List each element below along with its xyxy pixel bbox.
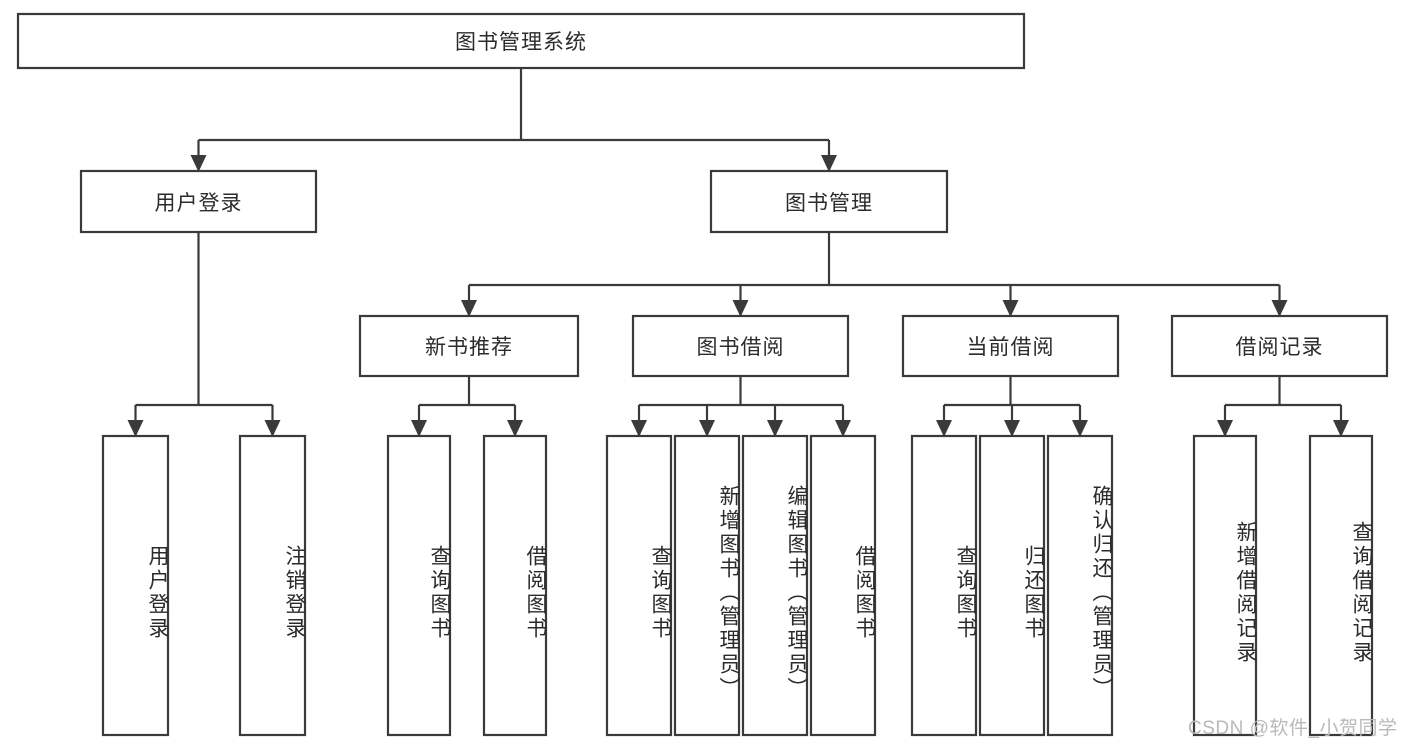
edge-group-borrow-record <box>1225 376 1341 407</box>
node-box-leaf-add-record[interactable] <box>1192 434 1258 737</box>
node-box-leaf-query-record[interactable] <box>1308 434 1374 737</box>
edge-arrowhead <box>127 420 144 437</box>
node-box-leaf-borrow-book-new[interactable] <box>482 434 548 737</box>
node-box-user-login[interactable] <box>79 169 318 234</box>
node-box-leaf-edit-book[interactable] <box>741 434 809 737</box>
node-box-leaf-borrow-book[interactable] <box>809 434 877 737</box>
node-box-leaf-query-book-cur[interactable] <box>910 434 978 737</box>
edge-group-current-borrow <box>944 376 1080 407</box>
edge-arrowhead <box>631 420 647 437</box>
node-box-root[interactable] <box>16 12 1026 70</box>
node-box-leaf-return-book[interactable] <box>978 434 1046 737</box>
node-box-borrow-record[interactable] <box>1170 314 1389 378</box>
node-box-leaf-user-login[interactable] <box>101 434 170 737</box>
edge-arrowhead <box>821 155 837 172</box>
edge-arrowhead <box>1072 420 1088 437</box>
edge-arrowhead <box>507 420 523 437</box>
node-box-leaf-query-book-new[interactable] <box>386 434 452 737</box>
edge-arrowhead <box>1217 420 1233 437</box>
edge-arrowhead <box>264 420 281 437</box>
node-box-current-borrow[interactable] <box>901 314 1120 378</box>
edge-arrowhead <box>1333 420 1349 437</box>
edge-arrowhead <box>461 300 477 317</box>
node-box-leaf-add-book[interactable] <box>673 434 741 737</box>
node-box-book-manage[interactable] <box>709 169 949 234</box>
edge-group-new-book-recommend <box>419 376 515 407</box>
edge-arrowhead <box>732 300 749 317</box>
node-box-new-book-recommend[interactable] <box>358 314 580 378</box>
node-box-leaf-confirm-return[interactable] <box>1046 434 1114 737</box>
node-box-leaf-query-book[interactable] <box>605 434 673 737</box>
edge-group-user-login <box>135 232 273 407</box>
node-box-book-borrow[interactable] <box>631 314 850 378</box>
edge-group-book-borrow <box>639 376 843 407</box>
edge-arrowhead <box>835 420 851 437</box>
edge-arrowhead <box>1004 420 1020 437</box>
edge-arrowhead <box>411 420 427 437</box>
edge-group-root <box>198 68 829 142</box>
node-box-leaf-user-logout[interactable] <box>238 434 307 737</box>
csdn-watermark: CSDN @软件_小贺同学 <box>1188 718 1398 739</box>
edge-arrowhead <box>936 420 952 437</box>
edge-arrowhead <box>767 420 783 437</box>
edge-group-book-manage <box>469 232 1280 287</box>
edge-arrowhead <box>1271 300 1288 317</box>
edge-arrowhead <box>190 155 207 172</box>
edge-arrowhead <box>1002 300 1019 317</box>
edge-arrowhead <box>699 420 715 437</box>
